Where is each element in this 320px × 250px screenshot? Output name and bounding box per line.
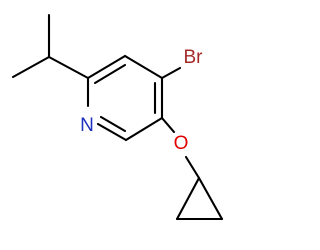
atom-label-o: O [174, 133, 189, 154]
molecule-structure: Br N O [11, 13, 224, 221]
bond-ring-c6-n [96, 122, 128, 142]
bond-cyclopropyl-top-right [197, 176, 224, 221]
molecule-canvas: Br N O [11, 13, 224, 221]
bond-ring-c5-c6 [124, 116, 164, 142]
atom-label-n: N [80, 115, 94, 136]
atom-label-br: Br [184, 47, 204, 68]
bond-ring-c6-n-inner [99, 115, 127, 133]
bond-c5-o [160, 116, 176, 134]
bond-o-cyclopropyl [184, 155, 201, 180]
bond-isopropyl-methyl-left [11, 55, 51, 79]
bond-isopropyl-to-ring [47, 55, 90, 80]
bond-ring-c3-c4 [123, 54, 164, 80]
bond-ring-c2-c3-inner [93, 63, 127, 85]
bond-c4-br [160, 66, 182, 80]
bond-cyclopropyl-top-left [175, 176, 201, 221]
bond-ring-c2-c3 [86, 54, 127, 80]
